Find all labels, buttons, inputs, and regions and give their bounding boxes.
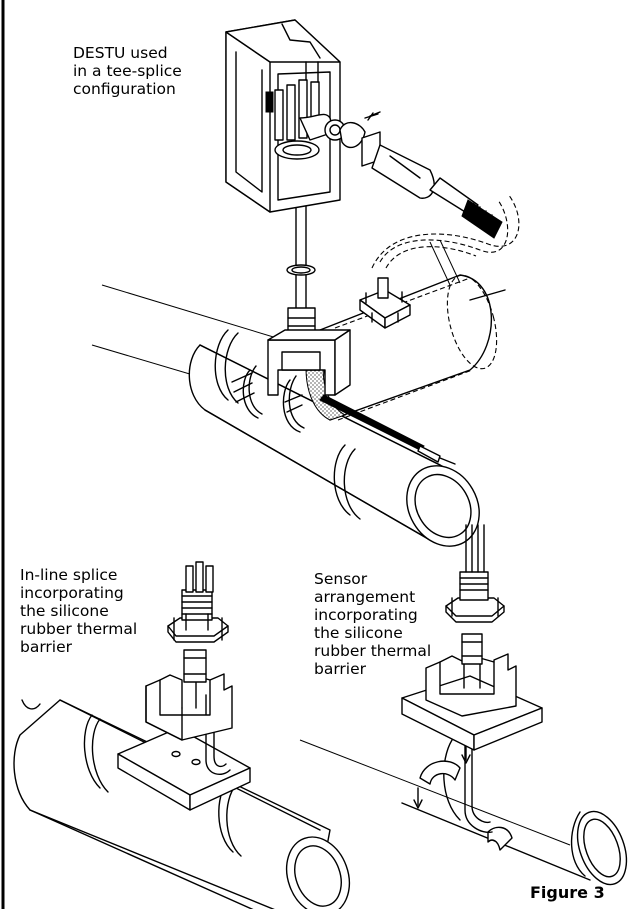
sensor-arrangement-assembly (299, 524, 628, 886)
junction-box (225, 19, 346, 213)
tee-fitting (231, 329, 351, 433)
figure-caption: Figure 3 (530, 883, 605, 902)
label-sensor-arrangement: Sensor arrangement incorporating the sil… (314, 570, 432, 678)
main-pipe (188, 329, 480, 547)
label-destu-tee-splice: DESTU used in a tee-splice configuration (73, 44, 182, 98)
inline-splice-assembly (13, 561, 351, 909)
tee-stem (286, 199, 316, 344)
tee-splice-assembly (91, 193, 520, 547)
side-cable-connector (339, 111, 503, 239)
sleeve-sensor-block (359, 277, 411, 329)
heater-cable (319, 394, 456, 465)
label-inline-splice: In-line splice incorporating the silicon… (20, 566, 138, 656)
